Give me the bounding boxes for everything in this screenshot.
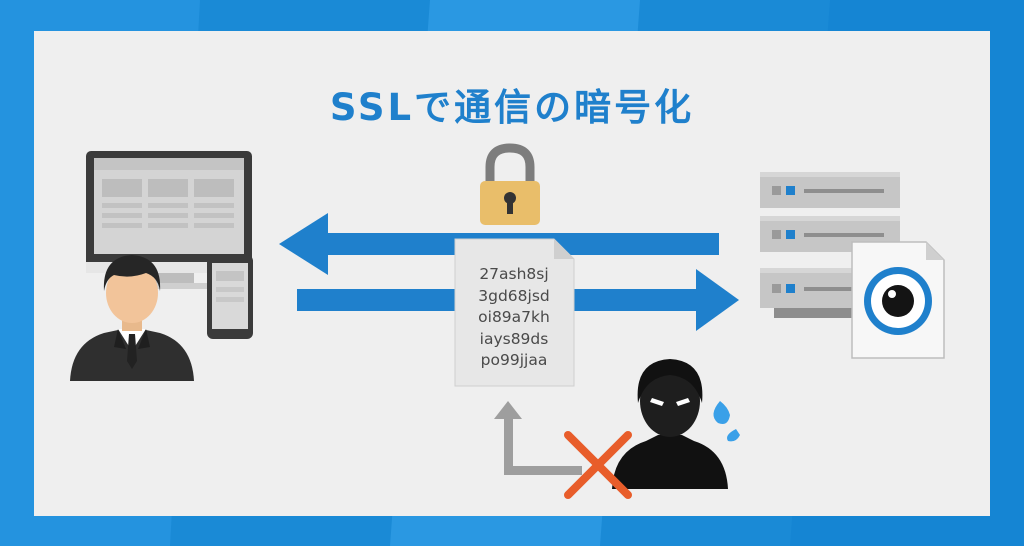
encrypted-line: 27ash8sj [479,265,549,283]
encrypted-line: po99jjaa [480,351,548,369]
encrypted-text: 27ash8sj 3gd68jsd oi89a7kh iays89ds po99… [464,264,564,372]
diagram-art [70,143,945,499]
encrypted-line: oi89a7kh [478,308,550,326]
hacker-icon [612,359,740,489]
encrypted-line: 3gd68jsd [478,286,550,305]
businessman-icon [70,255,194,381]
desktop-monitor-icon [86,151,252,289]
padlock-icon [480,143,540,225]
diagram-panel: SSLで通信の暗号化 [34,31,990,516]
page-title: SSLで通信の暗号化 [329,86,695,129]
encrypted-document [454,238,575,387]
eye-document-icon [851,241,945,359]
interception-arrow [494,401,582,475]
smartphone-icon [207,255,253,339]
encrypted-line: iays89ds [479,329,549,348]
x-mark-icon [564,431,632,499]
